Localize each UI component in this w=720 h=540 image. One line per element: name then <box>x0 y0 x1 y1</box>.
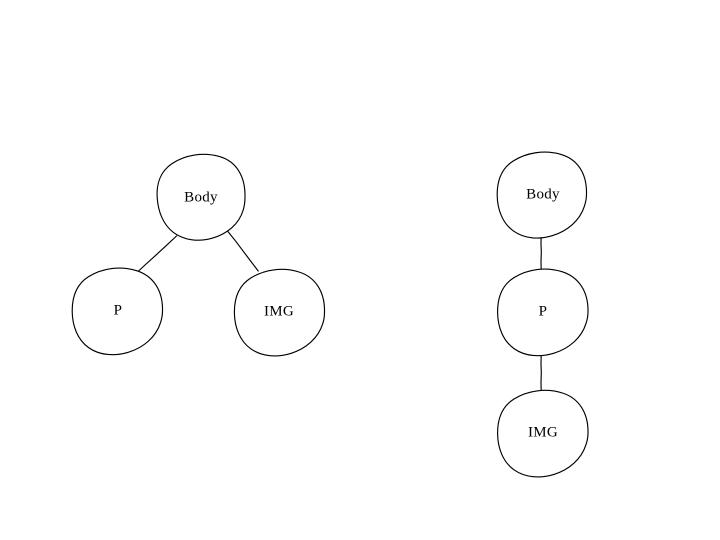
right-tree: Body P IMG <box>496 151 589 478</box>
left-tree-edges <box>133 231 259 276</box>
node-left-body-outline <box>156 153 246 241</box>
node-right-img[interactable]: IMG <box>497 389 589 478</box>
node-right-p-label: P <box>539 303 548 319</box>
node-right-body-label: Body <box>526 186 560 202</box>
edge-left-body-to-img <box>227 231 259 272</box>
node-right-p[interactable]: P <box>497 268 589 357</box>
node-left-p[interactable]: P <box>71 267 164 356</box>
node-right-img-outline <box>497 389 589 478</box>
node-left-p-outline <box>71 267 164 356</box>
node-left-img-outline <box>233 268 326 357</box>
node-right-p-outline <box>497 268 589 357</box>
node-right-body[interactable]: Body <box>496 151 588 239</box>
node-left-body[interactable]: Body <box>156 153 246 241</box>
node-left-img[interactable]: IMG <box>233 268 326 357</box>
node-left-img-label: IMG <box>264 303 294 319</box>
node-right-body-outline <box>496 151 588 239</box>
node-left-p-label: P <box>114 302 123 318</box>
edge-left-body-to-p <box>133 235 178 276</box>
node-left-body-label: Body <box>184 189 218 205</box>
node-right-img-label: IMG <box>528 424 558 440</box>
left-tree: Body P IMG <box>71 153 326 357</box>
